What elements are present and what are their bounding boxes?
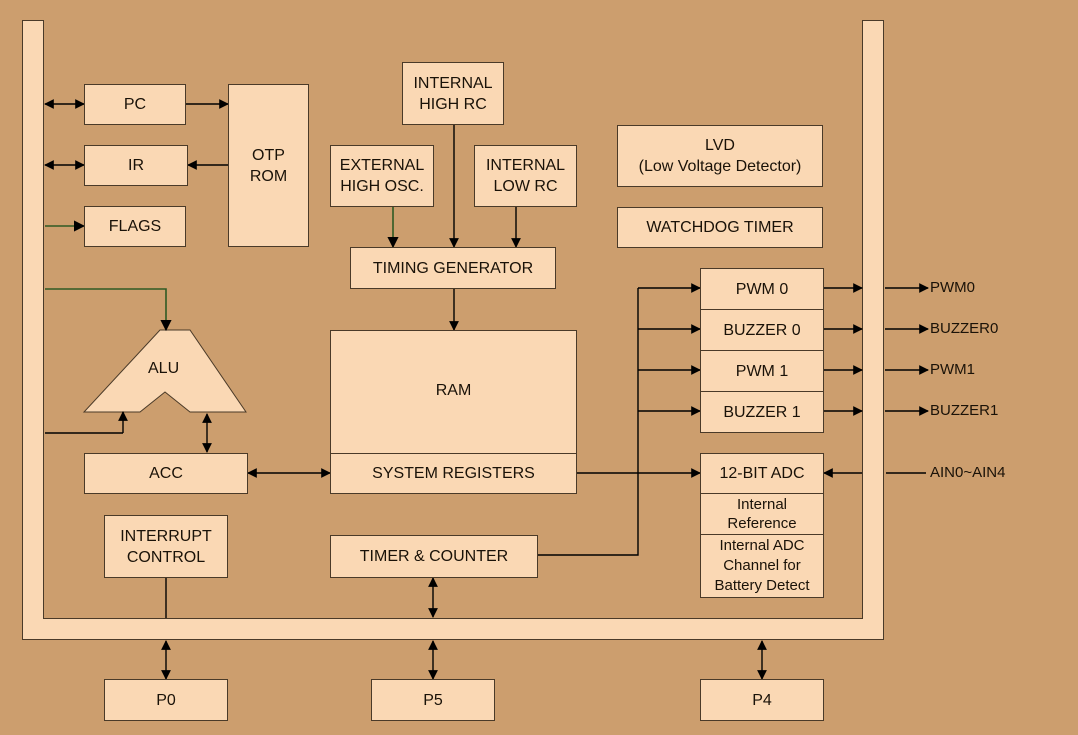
system-registers-block: SYSTEM REGISTERS bbox=[330, 453, 577, 494]
flags-block: FLAGS bbox=[84, 206, 186, 247]
buzzer1-output-label: BUZZER1 bbox=[930, 402, 999, 419]
timer-counter-block: TIMER & COUNTER bbox=[330, 535, 538, 578]
buzzer1-block: BUZZER 1 bbox=[700, 391, 824, 433]
port-p4-block: P4 bbox=[700, 679, 824, 721]
acc-block: ACC bbox=[84, 453, 248, 494]
internal-adc-channel-block: Internal ADC Channel for Battery Detect bbox=[700, 534, 824, 598]
pwm1-block: PWM 1 bbox=[700, 350, 824, 392]
buzzer0-output-label: BUZZER0 bbox=[930, 320, 999, 337]
bus-joint-cover-right bbox=[863, 600, 883, 630]
buzzer0-block: BUZZER 0 bbox=[700, 309, 824, 351]
pwm0-output-label: PWM0 bbox=[930, 279, 975, 296]
adc-block: 12-BIT ADC bbox=[700, 453, 824, 494]
pc-block: PC bbox=[84, 84, 186, 125]
pwm1-output-label: PWM1 bbox=[930, 361, 975, 378]
ir-block: IR bbox=[84, 145, 188, 186]
ain-input-label: AIN0~AIN4 bbox=[930, 464, 1006, 481]
internal-low-rc-block: INTERNAL LOW RC bbox=[474, 145, 577, 207]
interrupt-control-block: INTERRUPT CONTROL bbox=[104, 515, 228, 578]
port-p5-block: P5 bbox=[371, 679, 495, 721]
internal-high-rc-block: INTERNAL HIGH RC bbox=[402, 62, 504, 125]
bus-joint-cover bbox=[23, 619, 883, 639]
bus-inner-edge bbox=[44, 618, 862, 619]
otp-rom-block: OTP ROM bbox=[228, 84, 309, 247]
port-p0-block: P0 bbox=[104, 679, 228, 721]
alu-label: ALU bbox=[148, 360, 180, 377]
external-high-osc-block: EXTERNAL HIGH OSC. bbox=[330, 145, 434, 207]
watchdog-timer-block: WATCHDOG TIMER bbox=[617, 207, 823, 248]
lvd-block: LVD (Low Voltage Detector) bbox=[617, 125, 823, 187]
pwm0-block: PWM 0 bbox=[700, 268, 824, 310]
bus-joint-cover-left bbox=[23, 600, 43, 630]
ram-block: RAM bbox=[330, 330, 577, 454]
timing-generator-block: TIMING GENERATOR bbox=[350, 247, 556, 289]
internal-reference-block: Internal Reference bbox=[700, 493, 824, 535]
